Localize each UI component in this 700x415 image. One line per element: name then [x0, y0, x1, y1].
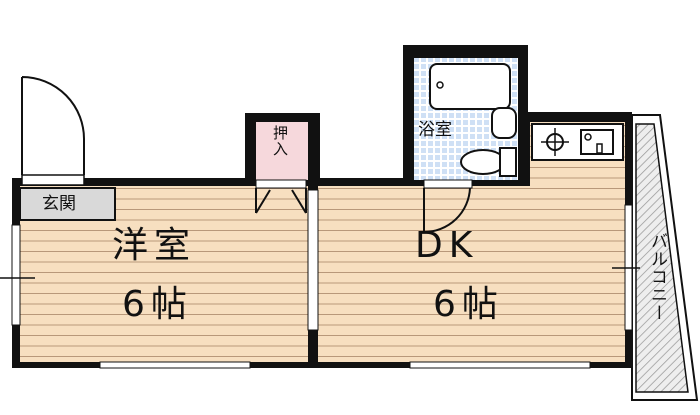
dk-size: 6帖 — [433, 284, 504, 325]
western-room-name: 洋室 — [112, 225, 197, 266]
bathroom-door-swing[interactable] — [423, 187, 471, 234]
bathroom-label: 浴室 — [418, 120, 452, 140]
washbasin — [491, 107, 517, 139]
dk-name: DK — [415, 225, 479, 266]
western-room-size: 6帖 — [122, 284, 193, 325]
toilet — [460, 149, 506, 175]
dk-floor — [318, 186, 625, 362]
balcony-label: バルコニー — [647, 232, 667, 322]
entrance-door-swing[interactable] — [21, 76, 86, 175]
closet-label: 押入 — [271, 125, 289, 157]
entrance-label: 玄関 — [42, 194, 76, 214]
bathtub — [429, 63, 511, 110]
closet-doors[interactable] — [255, 188, 307, 214]
closet-floor — [256, 122, 308, 180]
entrance-floor — [19, 187, 116, 221]
